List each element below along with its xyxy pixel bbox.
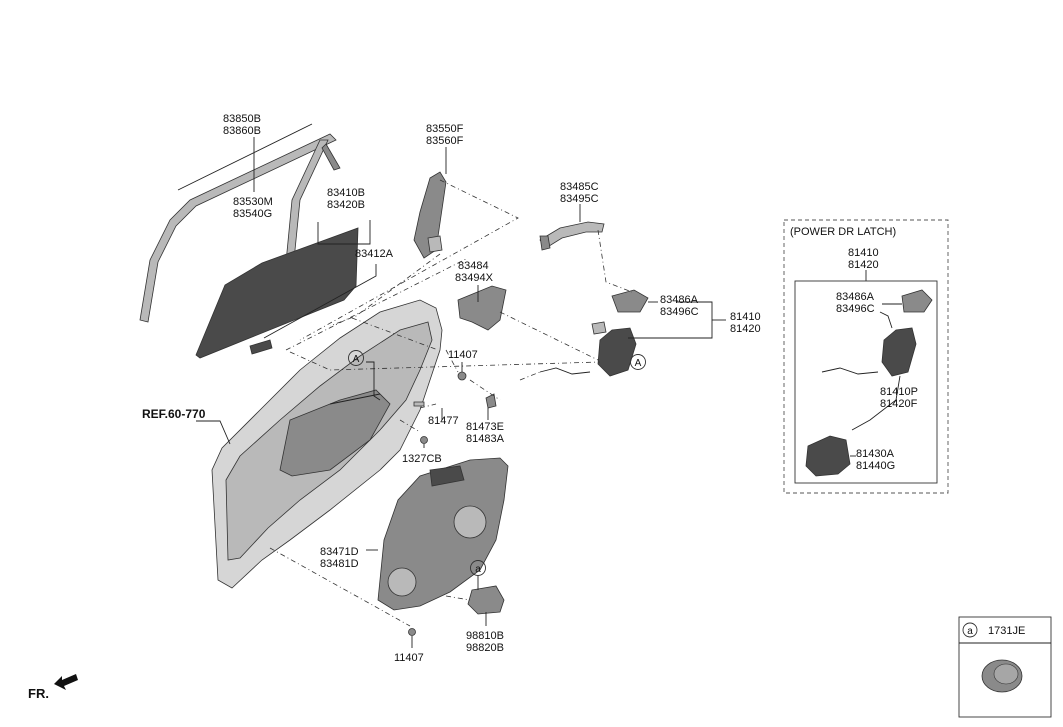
door-handle-rod xyxy=(539,221,605,251)
latch-cover xyxy=(611,289,649,313)
power-latch-label-81420: 81420 xyxy=(848,259,879,271)
label-11407-lower: 11407 xyxy=(394,652,424,664)
label-83485C: 83485C xyxy=(560,181,599,193)
bolt-11407-lower xyxy=(408,628,416,636)
label-83496C: 83496C xyxy=(660,306,699,318)
label-83495C: 83495C xyxy=(560,193,599,205)
label-83412A: 83412A xyxy=(355,248,394,260)
label-1327CB: 1327CB xyxy=(402,453,442,465)
assembly-lines xyxy=(269,179,633,627)
door-glass xyxy=(195,227,359,359)
label-83560F: 83560F xyxy=(426,135,464,147)
label-98810B: 98810B xyxy=(466,630,504,642)
label-11407-upper: 11407 xyxy=(448,349,478,361)
label-83471D: 83471D xyxy=(320,546,359,558)
power-latch-label-83486A: 83486A xyxy=(836,291,875,303)
label-81410: 81410 xyxy=(730,311,761,323)
label-83486A: 83486A xyxy=(660,294,699,306)
bolt-81477 xyxy=(413,401,425,407)
marker-a-small: a xyxy=(470,560,486,576)
inside-handle-bracket xyxy=(457,285,507,331)
marker-a-small-text: a xyxy=(475,564,481,575)
door-speaker xyxy=(467,585,505,615)
label-83494X: 83494X xyxy=(455,272,494,284)
bolt-11407-upper xyxy=(457,371,467,381)
power-latch-inset: (POWER DR LATCH) 81410 81420 83486A 8349… xyxy=(783,219,949,494)
legend-part-number: 1731JE xyxy=(988,625,1025,637)
door-module-panel xyxy=(377,457,509,611)
window-guide-rail xyxy=(413,171,447,259)
marker-a-upper-text: A xyxy=(353,354,360,365)
label-81420: 81420 xyxy=(730,323,761,335)
label-ref: REF.60-770 xyxy=(142,407,206,421)
label-83850B: 83850B xyxy=(223,113,261,125)
plug-legend: a 1731JE xyxy=(958,616,1052,718)
power-latch-title: (POWER DR LATCH) xyxy=(790,226,896,238)
power-latch-label-81430A: 81430A xyxy=(856,448,895,460)
label-83540G: 83540G xyxy=(233,208,272,220)
label-98820B: 98820B xyxy=(466,642,504,654)
label-81483A: 81483A xyxy=(466,433,505,445)
label-83410B: 83410B xyxy=(327,187,365,199)
door-inner-panel xyxy=(211,299,443,589)
power-latch-label-81440G: 81440G xyxy=(856,460,895,472)
plug-cap-icon xyxy=(981,659,1023,693)
marker-a-lock: A xyxy=(630,354,646,370)
front-direction-indicator: FR. xyxy=(28,674,78,701)
label-83481D: 83481D xyxy=(320,558,359,570)
bolt-1327CB xyxy=(420,436,428,444)
leader-lines xyxy=(196,137,726,648)
label-83530M: 83530M xyxy=(233,196,273,208)
marker-a-lock-text: A xyxy=(635,358,642,369)
label-81473E: 81473E xyxy=(466,421,504,433)
legend-marker: a xyxy=(967,626,973,637)
front-arrow-icon xyxy=(54,674,78,690)
label-83550F: 83550F xyxy=(426,123,464,135)
power-latch-label-81410: 81410 xyxy=(848,247,879,259)
label-83484: 83484 xyxy=(458,260,489,272)
striker-81473E xyxy=(485,393,497,409)
power-latch-label-81420F: 81420F xyxy=(880,398,918,410)
label-83420B: 83420B xyxy=(327,199,365,211)
front-label: FR. xyxy=(28,686,49,701)
door-latch-assembly xyxy=(539,321,637,377)
power-latch-label-81410P: 81410P xyxy=(880,386,918,398)
label-81477: 81477 xyxy=(428,415,459,427)
marker-a-upper: A xyxy=(348,350,364,366)
power-latch-label-83496C: 83496C xyxy=(836,303,875,315)
door-belt-moulding xyxy=(177,123,313,191)
label-83860B: 83860B xyxy=(223,125,261,137)
